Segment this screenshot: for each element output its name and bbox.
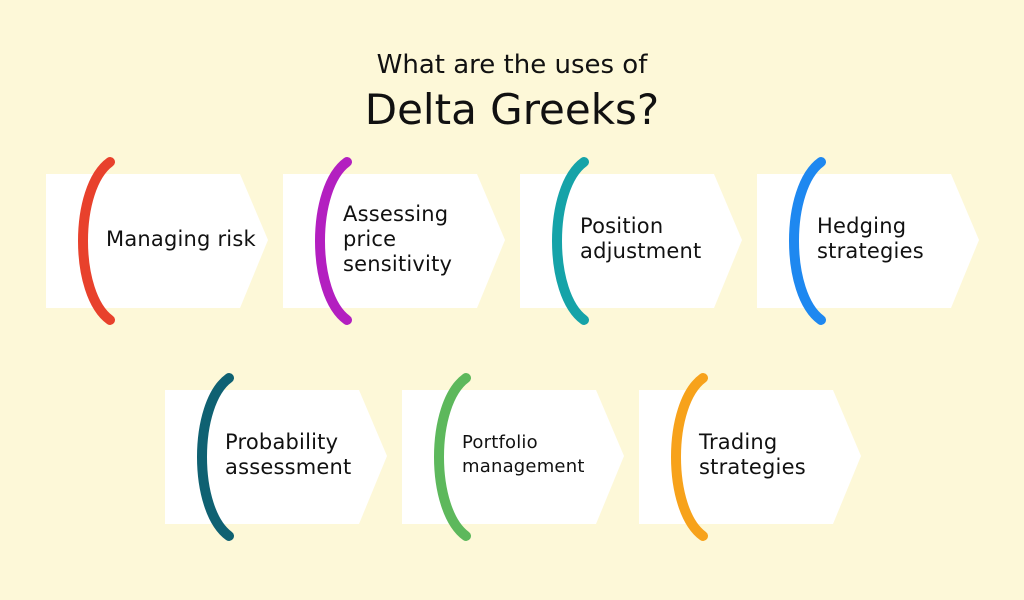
accent-arc — [789, 157, 826, 325]
use-card-label: Assessing price sensitivity — [343, 201, 453, 276]
card-shape — [283, 157, 505, 325]
accent-arc — [434, 373, 471, 541]
accent-arc — [315, 157, 352, 325]
accent-arc — [671, 373, 708, 541]
use-card-hedging-strategies: Hedging strategies — [755, 157, 979, 325]
use-card-portfolio-management: Portfolio management — [400, 373, 624, 541]
use-card-position-adjustment: Position adjustment — [518, 157, 742, 325]
use-card-label: Position adjustment — [580, 214, 702, 263]
use-card-assessing-price-sensitivity: Assessing price sensitivity — [281, 157, 505, 325]
use-card-label: Probability assessment — [225, 430, 352, 479]
use-card-label: Managing risk — [106, 226, 256, 251]
use-card-label: Trading strategies — [699, 430, 806, 479]
card-shape — [520, 157, 742, 325]
accent-arc — [197, 373, 234, 541]
use-card-trading-strategies: Trading strategies — [637, 373, 861, 541]
diagram-subtitle: What are the uses of — [376, 50, 648, 80]
diagram-title: Delta Greeks? — [364, 85, 660, 134]
card-shape — [46, 157, 268, 325]
card-shape — [757, 157, 979, 325]
use-card-managing-risk: Managing risk — [44, 157, 268, 325]
card-shape — [639, 373, 861, 541]
card-shape — [165, 373, 387, 541]
accent-arc — [78, 157, 115, 325]
card-shape — [402, 373, 624, 541]
use-card-label: Portfolio management — [462, 432, 585, 477]
accent-arc — [552, 157, 589, 325]
use-card-label: Hedging strategies — [817, 214, 924, 263]
use-card-probability-assessment: Probability assessment — [163, 373, 387, 541]
